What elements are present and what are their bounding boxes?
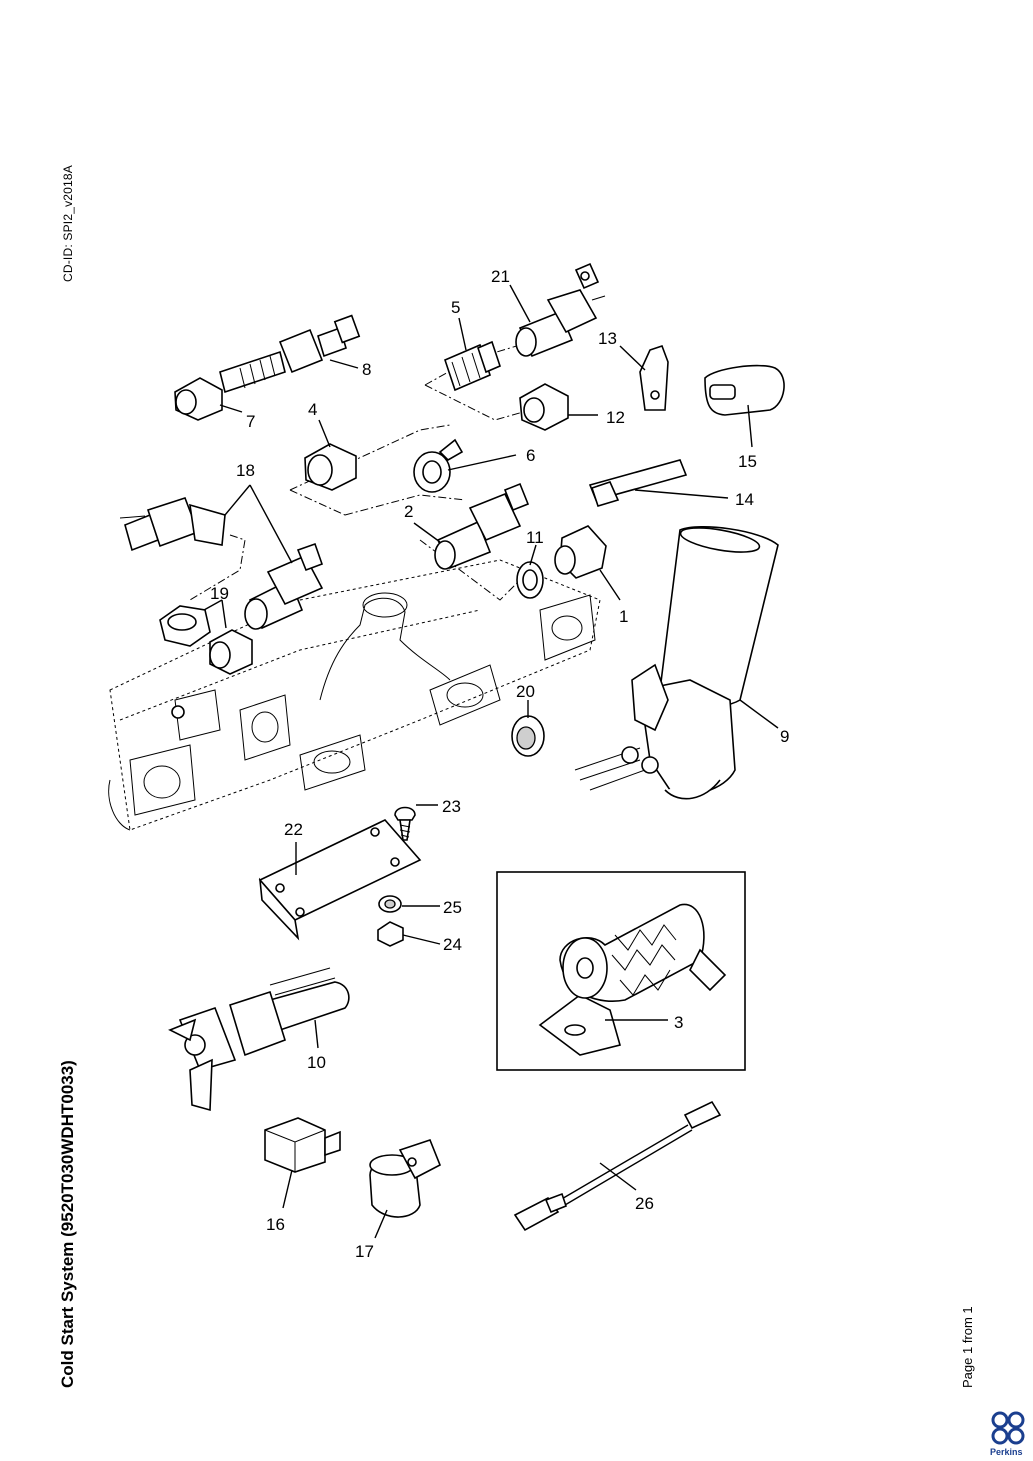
- callout-6: 6: [526, 446, 535, 465]
- callout-25: 25: [443, 898, 462, 917]
- part-14-connector: [588, 459, 688, 507]
- part-3-inset: [496, 871, 746, 1071]
- callout-14: 14: [735, 490, 754, 509]
- callout-26: 26: [635, 1194, 654, 1213]
- part-2-thermostart: [434, 482, 530, 570]
- part-20-grommet: [511, 715, 545, 757]
- callout-8: 8: [362, 360, 371, 379]
- callout-4: 4: [308, 400, 317, 419]
- leader-lines: [203, 284, 779, 1239]
- part-16-relay: [264, 1117, 341, 1173]
- part-17-switch: [369, 1139, 442, 1218]
- callout-9: 9: [780, 727, 789, 746]
- callout-19: 19: [210, 584, 229, 603]
- part-19-plugs: [159, 605, 253, 675]
- part-11-washer: [516, 561, 544, 599]
- part-18-thermostart-pair: [119, 497, 324, 630]
- part-25-washer: [378, 895, 402, 913]
- part-24-nut: [377, 921, 404, 947]
- callout-24: 24: [443, 935, 462, 954]
- callout-labels: 1 2 3 4 5 6 7 8 9 10 11 12 13 14 15 16 1…: [210, 267, 789, 1261]
- part-5-adaptor: [444, 340, 501, 392]
- callout-16: 16: [266, 1215, 285, 1234]
- part-4-adaptor: [304, 443, 357, 491]
- callout-11: 11: [526, 528, 544, 547]
- perkins-logo-text: Perkins: [990, 1447, 1023, 1457]
- callout-15: 15: [738, 452, 757, 471]
- callout-17: 17: [355, 1242, 374, 1261]
- part-7-nut: [174, 377, 223, 421]
- part-21-thermostart: [515, 262, 606, 358]
- part-10-tap: [168, 967, 350, 1112]
- part-13-terminal: [639, 344, 669, 411]
- callout-20: 20: [516, 682, 535, 701]
- callout-13: 13: [598, 329, 617, 348]
- part-12-nut: [519, 383, 569, 431]
- perkins-logo-icon: [991, 1411, 1025, 1445]
- callout-23: 23: [442, 797, 461, 816]
- callout-7: 7: [246, 412, 255, 431]
- part-8-glow-plug: [219, 314, 361, 394]
- callout-1: 1: [619, 607, 628, 626]
- callout-22: 22: [284, 820, 303, 839]
- callout-18: 18: [236, 461, 255, 480]
- part-15-boot: [704, 364, 785, 416]
- callout-2: 2: [404, 502, 413, 521]
- callout-5: 5: [451, 298, 460, 317]
- callout-3: 3: [674, 1013, 683, 1032]
- part-26-lead: [513, 1100, 722, 1232]
- part-22-bracket: [258, 819, 422, 941]
- callout-10: 10: [307, 1053, 326, 1072]
- part-6-washer: [413, 438, 464, 493]
- part-1-plug: [554, 525, 607, 579]
- part-23-screw: [394, 806, 416, 841]
- part-9-reservoir: [574, 526, 779, 800]
- callout-21: 21: [491, 267, 510, 286]
- manifold-outline: [108, 559, 601, 831]
- callout-12: 12: [606, 408, 625, 427]
